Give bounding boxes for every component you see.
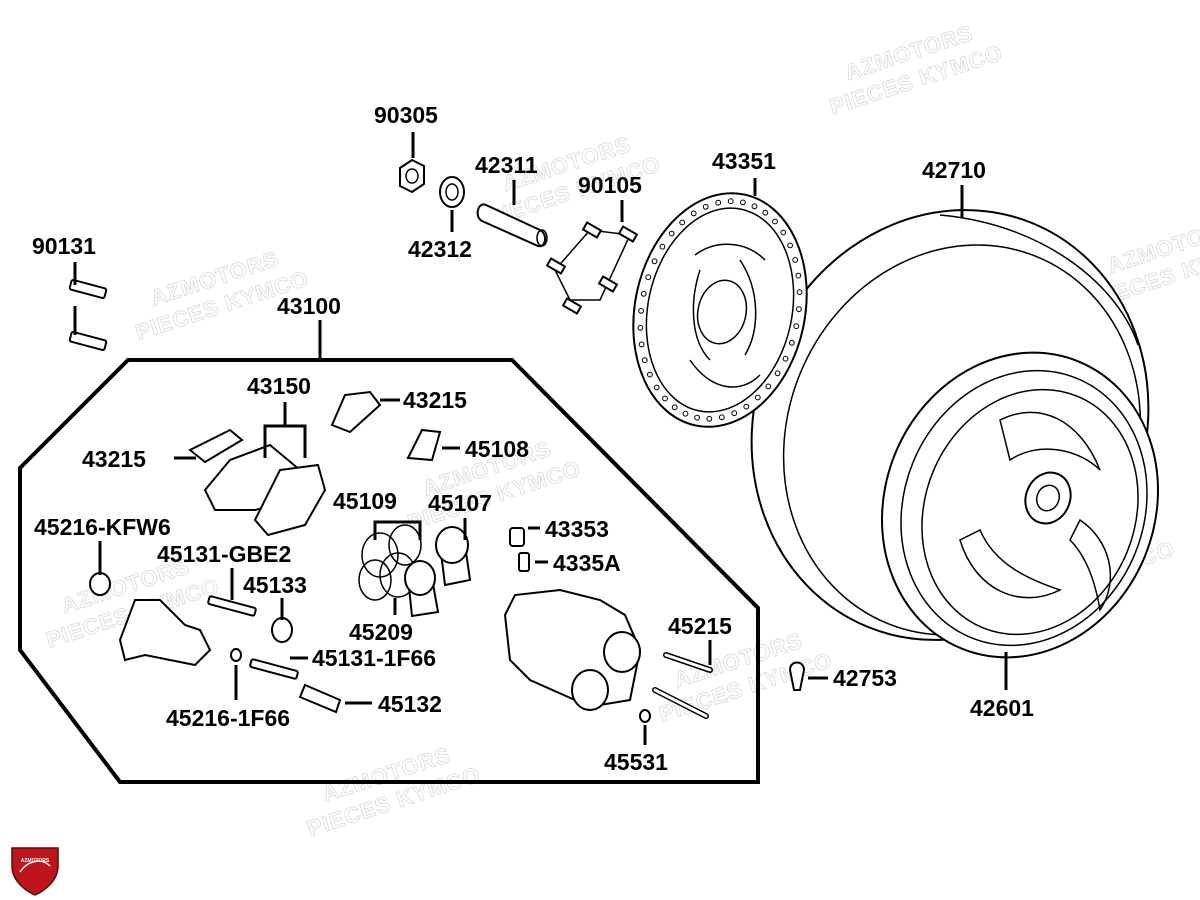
disc-hole (638, 307, 644, 314)
callout-43353: 43353 (545, 516, 609, 542)
disc-hole (782, 355, 789, 362)
disc-hole (647, 371, 653, 378)
brake-pads-part (203, 443, 327, 537)
callout-90305: 90305 (374, 102, 438, 128)
callout-45209: 45209 (349, 619, 413, 645)
disc-hole (682, 410, 689, 417)
disc-bolts-part (545, 221, 639, 315)
disc-hole (731, 410, 738, 417)
callout-45132: 45132 (378, 691, 442, 717)
caliper-body-part (503, 588, 642, 711)
disc-hole (788, 339, 795, 346)
disc-hole (795, 272, 802, 279)
callout-45216-kfw6: 45216-KFW6 (34, 514, 171, 540)
disc-hole (638, 341, 645, 348)
brake-disc-part (632, 192, 808, 428)
callout-45109: 45109 (333, 488, 397, 514)
callout-90131: 90131 (32, 233, 96, 259)
pad-retainer-part (406, 428, 442, 462)
disc-hole (774, 370, 781, 377)
disc-hole (780, 229, 787, 236)
slide-bolts-part (89, 572, 806, 723)
wheel-rim-part (881, 351, 1159, 659)
disc-hole (671, 404, 678, 411)
svg-text:AZMOTORS: AZMOTORS (21, 858, 50, 864)
callout-42312: 42312 (408, 236, 472, 262)
callout-43215-left: 43215 (82, 446, 146, 472)
callout-42601: 42601 (970, 695, 1034, 721)
disc-hole (762, 209, 769, 216)
pistons-part (404, 526, 472, 618)
disc-hole (702, 203, 709, 210)
disc-hole (754, 394, 761, 401)
caliper-pins-part (652, 652, 713, 719)
disc-vent-holes (637, 198, 803, 422)
disc-hole (706, 415, 713, 422)
callout-45133: 45133 (243, 572, 307, 598)
disc-hole (751, 203, 758, 210)
callout-43150: 43150 (247, 373, 311, 399)
rear-bolts-part (68, 278, 108, 352)
caliper-bracket-part (118, 599, 212, 667)
disc-hole (641, 357, 648, 364)
disc-hole (765, 383, 772, 390)
disc-hole (637, 324, 644, 331)
callout-43351: 43351 (712, 148, 776, 174)
disc-hole (718, 414, 725, 421)
disc-hole (792, 257, 799, 263)
callout-42311: 42311 (475, 152, 538, 178)
disc-hole (645, 274, 652, 281)
disc-hole (662, 395, 668, 402)
callout-43215-right: 43215 (403, 387, 467, 413)
callout-45108: 45108 (465, 436, 529, 462)
callout-4335a: 4335A (553, 550, 621, 576)
disc-hole (796, 306, 802, 313)
disc-hole (740, 199, 746, 206)
disc-hole (651, 258, 658, 265)
disc-hole (640, 290, 647, 297)
leader-lines (73, 132, 1008, 745)
disc-hole (796, 289, 803, 296)
disc-hole (743, 403, 750, 410)
callout-45131-1f66: 45131-1F66 (312, 645, 436, 671)
disc-hole (787, 242, 793, 249)
disc-hole (690, 210, 697, 217)
pad-spring-right-part (330, 390, 382, 434)
disc-hole (727, 198, 734, 205)
callout-45531: 45531 (604, 749, 668, 775)
axle-nut-part (399, 158, 425, 194)
pad-spring-left-part (188, 428, 244, 464)
disc-hole (694, 414, 700, 421)
callout-42753: 42753 (833, 665, 897, 691)
callout-45107: 45107 (428, 490, 492, 516)
azmotors-logo: AZMOTORS (11, 847, 59, 896)
callout-45215: 45215 (668, 613, 732, 639)
callout-43100: 43100 (277, 293, 341, 319)
disc-hole (659, 243, 666, 250)
axle-spacer-part (476, 203, 548, 248)
callout-42710: 42710 (922, 157, 986, 183)
callout-45131-gbe2: 45131-GBE2 (157, 541, 291, 567)
disc-hole (772, 218, 778, 225)
disc-hole (715, 199, 722, 206)
disc-hole (668, 230, 675, 237)
callout-45216-1f66: 45216-1F66 (166, 705, 290, 731)
disc-hole (793, 323, 800, 330)
bleeder-part (509, 527, 530, 572)
disc-hole (653, 384, 660, 391)
callout-90105: 90105 (578, 172, 642, 198)
caliper-assembly-frame (18, 358, 760, 784)
callout-labels: 90305 42311 42312 90105 43351 42710 9013… (32, 102, 1034, 775)
disc-hole (679, 219, 686, 226)
axle-collar-part (439, 176, 465, 208)
